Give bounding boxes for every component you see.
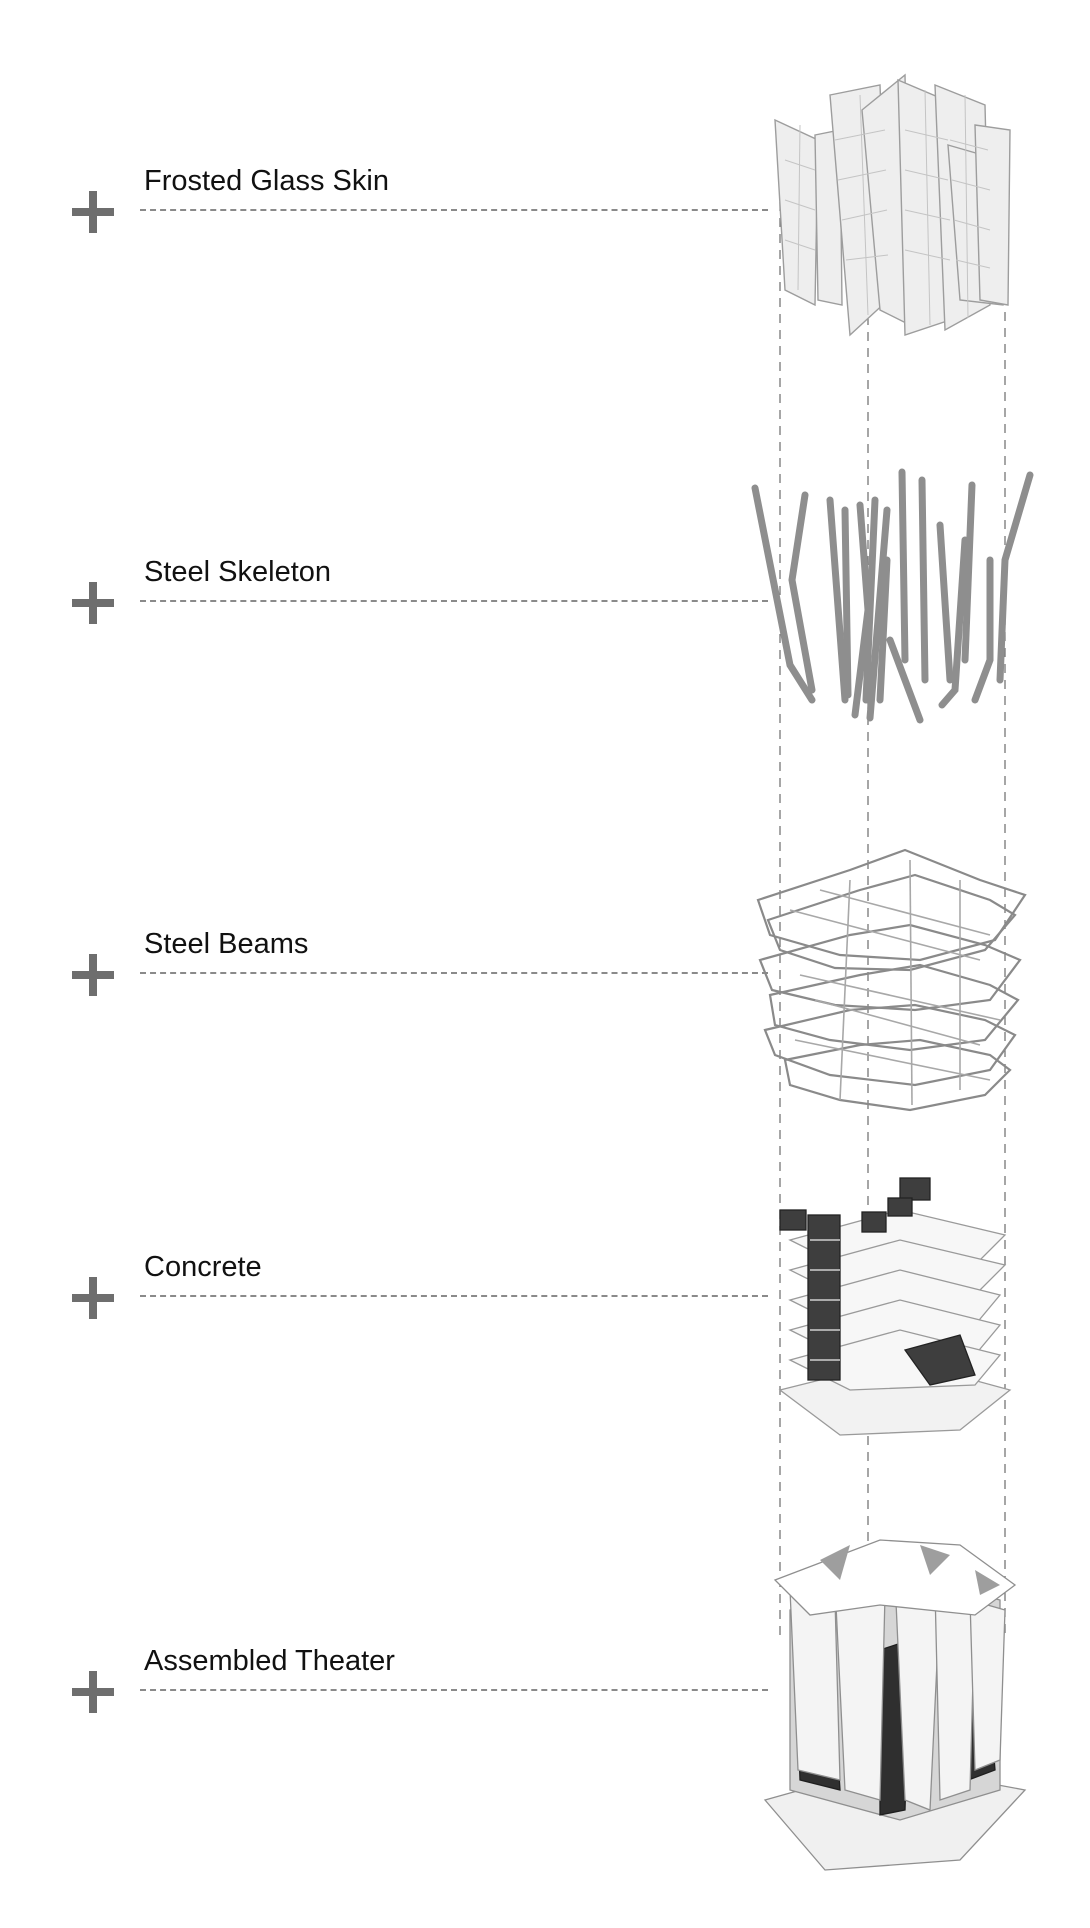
projection-guides [779,170,1006,1640]
leader-line [140,209,768,211]
plus-icon [72,191,114,233]
layer-label: Steel Skeleton [144,556,332,588]
layer-row-steel-beams: Steel Beams [0,928,1090,1008]
leader-line [140,1295,768,1297]
leader-line [140,600,768,602]
plus-icon [72,954,114,996]
leader-line [140,1689,768,1691]
layer-row-frosted-glass-skin: Frosted Glass Skin [0,165,1090,245]
layer-row-assembled-theater: Assembled Theater [0,1645,1090,1725]
layer-label: Assembled Theater [144,1645,395,1677]
layer-label: Concrete [144,1251,262,1283]
layer-row-concrete: Concrete [0,1251,1090,1331]
leader-line [140,972,768,974]
layer-row-steel-skeleton: Steel Skeleton [0,556,1090,636]
plus-icon [72,582,114,624]
plus-icon [72,1671,114,1713]
plus-icon [72,1277,114,1319]
layer-label: Frosted Glass Skin [144,165,389,197]
layer-label: Steel Beams [144,928,309,960]
